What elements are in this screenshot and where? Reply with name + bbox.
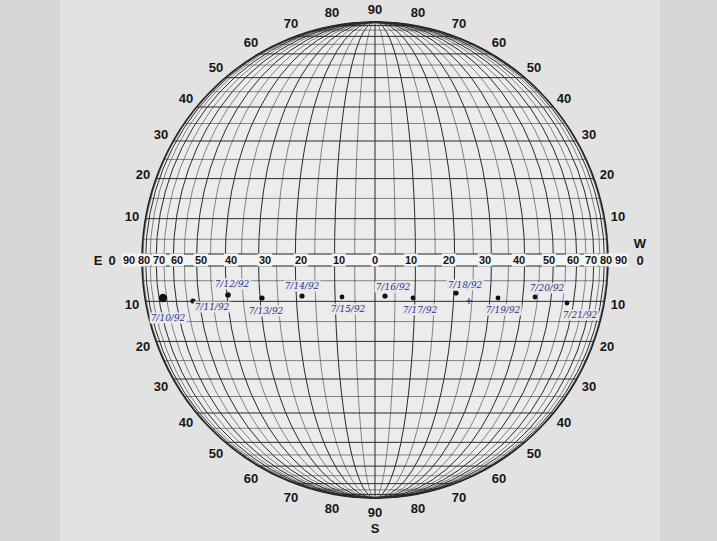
longitude-number: 40	[224, 254, 238, 267]
date-label: 7/10/92	[150, 313, 187, 324]
date-label: 7/11/92	[194, 302, 231, 313]
date-label: 7/13/92	[248, 306, 285, 317]
date-label: 7/12/92	[214, 279, 251, 290]
latitude-number: 50	[527, 61, 541, 74]
sunspot-dot	[496, 296, 501, 301]
latitude-number: 40	[557, 416, 571, 429]
longitude-line	[225, 22, 525, 498]
longitude-number: 20	[442, 254, 456, 267]
latitude-number: 20	[136, 340, 150, 353]
longitude-number: 90	[122, 254, 136, 267]
latitude-number: 0	[108, 254, 115, 267]
latitude-number: 20	[136, 168, 150, 181]
date-label: 7/16/92	[375, 282, 412, 293]
longitude-number: 40	[512, 254, 526, 267]
longitude-number: 10	[332, 254, 346, 267]
longitude-number: 70	[584, 254, 598, 267]
date-label: 7/19/92	[485, 305, 522, 316]
sunspot-dot	[565, 301, 570, 306]
latitude-number: 20	[600, 340, 614, 353]
longitude-line	[210, 22, 540, 498]
longitude-number: 20	[294, 254, 308, 267]
sunspot-dot	[533, 295, 538, 300]
longitude-number: 90	[614, 254, 628, 267]
latitude-number: 80	[325, 6, 339, 19]
sunspot-dot	[259, 295, 264, 300]
longitude-number: 60	[566, 254, 580, 267]
date-label: 7/14/92	[284, 281, 321, 292]
date-label: 7/20/92	[529, 283, 566, 294]
longitude-number: 30	[478, 254, 492, 267]
longitude-number: 30	[258, 254, 272, 267]
latitude-number: 60	[244, 472, 258, 485]
latitude-number: 70	[452, 491, 466, 504]
latitude-number: 20	[600, 168, 614, 181]
latitude-number: 10	[125, 210, 139, 223]
date-label: 7/18/92	[447, 280, 484, 291]
direction-letter: E	[94, 254, 103, 267]
latitude-number: 30	[154, 380, 168, 393]
solar-disk	[142, 22, 608, 498]
latitude-number: 30	[582, 128, 596, 141]
longitude-number: 60	[170, 254, 184, 267]
sunspot-dot	[453, 290, 458, 295]
date-label: 7/21/92	[562, 310, 599, 321]
longitude-line	[164, 22, 586, 498]
longitude-line	[315, 22, 436, 498]
sunspot-dot	[411, 296, 416, 301]
latitude-number: 30	[582, 380, 596, 393]
longitude-number: 50	[542, 254, 556, 267]
latitude-number: 70	[284, 491, 298, 504]
direction-letter: S	[371, 522, 380, 535]
latitude-number: 10	[611, 298, 625, 311]
paper-sheet	[60, 0, 660, 541]
latitude-number: 40	[557, 92, 571, 105]
latitude-number: 30	[154, 128, 168, 141]
latitude-number: 90	[368, 506, 382, 519]
longitude-number: 50	[194, 254, 208, 267]
date-label: 7/15/92	[330, 304, 367, 315]
longitude-number: 80	[137, 254, 151, 267]
latitude-number: 10	[125, 298, 139, 311]
latitude-number: 80	[411, 502, 425, 515]
latitude-number: 50	[527, 447, 541, 460]
sunspot-dot	[225, 292, 231, 298]
latitude-number: 60	[492, 472, 506, 485]
sunspot-dot	[382, 293, 387, 298]
latitude-number: 50	[209, 447, 223, 460]
latitude-number: 70	[284, 17, 298, 30]
latitude-number: 70	[452, 17, 466, 30]
sunspot-dot	[340, 295, 345, 300]
equator-band	[142, 254, 608, 266]
direction-letter: W	[634, 237, 646, 250]
latitude-number: 80	[325, 502, 339, 515]
longitude-line	[173, 22, 577, 498]
longitude-number: 70	[152, 254, 166, 267]
longitude-number: 0	[371, 254, 379, 267]
latitude-number: 50	[209, 61, 223, 74]
latitude-number: 10	[611, 210, 625, 223]
latitude-number: 40	[179, 92, 193, 105]
date-label: 7/17/92	[402, 305, 439, 316]
pen-mark	[466, 298, 472, 304]
latitude-number: 0	[636, 254, 643, 267]
longitude-line	[143, 22, 607, 498]
latitude-number: 80	[411, 6, 425, 19]
latitude-number: 60	[244, 36, 258, 49]
sunspot-dot	[159, 294, 167, 302]
longitude-number: 10	[404, 254, 418, 267]
sunspot-dot	[299, 293, 304, 298]
longitude-line	[277, 22, 474, 498]
latitude-number: 40	[179, 416, 193, 429]
latitude-number: 90	[368, 3, 382, 16]
longitude-number: 80	[599, 254, 613, 267]
latitude-number: 60	[492, 36, 506, 49]
